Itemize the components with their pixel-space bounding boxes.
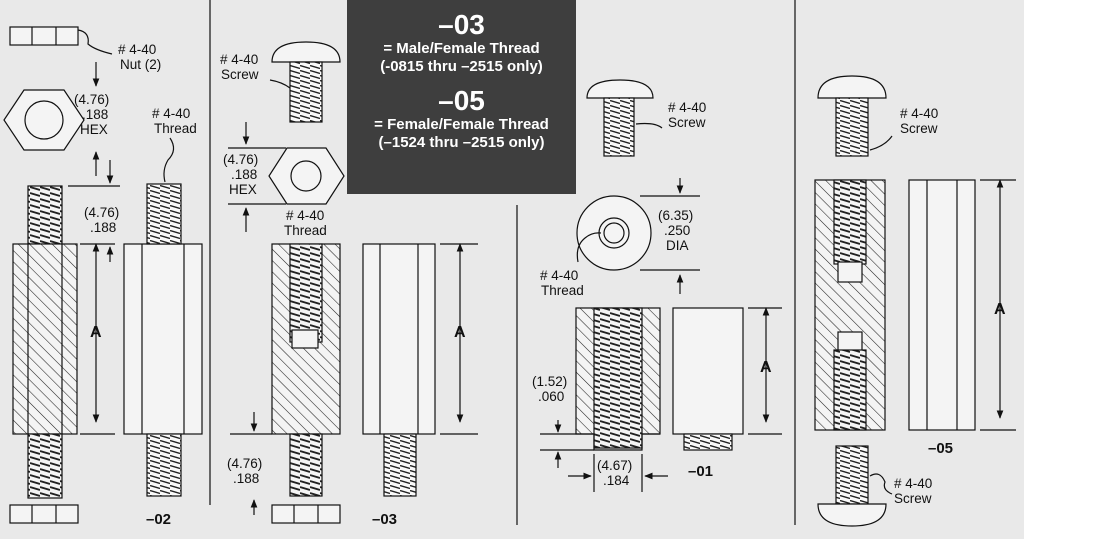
coil-bottom-02 xyxy=(146,433,182,497)
part-02-label: –02 xyxy=(146,511,172,528)
screw-label-line1-p4-bottom: # 4-40 xyxy=(894,476,933,491)
stud-thread-bottom xyxy=(27,433,63,499)
part-05-label: –05 xyxy=(928,440,954,457)
hex-word: HEX xyxy=(80,122,108,137)
nut-bottom xyxy=(9,504,79,524)
dim-476-p1: (4.76) xyxy=(84,205,120,220)
standoff-side-05 xyxy=(908,179,976,431)
screw-label-line1-p2: # 4-40 xyxy=(220,52,259,67)
dim-184: .184 xyxy=(603,473,630,488)
screw-thread-03 xyxy=(289,61,323,123)
legend-code-03: –03 xyxy=(438,9,485,40)
coil-bottom-03 xyxy=(383,433,417,497)
dim-A-p2: A xyxy=(454,324,466,341)
screw-label-line2-p4-top: Screw xyxy=(900,121,938,136)
nut-top xyxy=(9,26,79,46)
screw-label-line2-p3: Screw xyxy=(668,115,706,130)
legend-desc-05-line2: (–1524 thru –2515 only) xyxy=(378,134,545,151)
stud-thread-top xyxy=(27,185,63,245)
dim-152: (1.52) xyxy=(532,374,568,389)
screw-thread-05-top xyxy=(835,97,869,157)
screw-label-line1-p3: # 4-40 xyxy=(668,100,707,115)
dim-635: (6.35) xyxy=(658,208,694,223)
hex-dim-in-p2: .188 xyxy=(231,167,258,182)
screw-thread-01 xyxy=(603,97,635,157)
internal-thread-05-bottom xyxy=(833,349,867,431)
dim-188-p2: .188 xyxy=(233,471,260,486)
screw-thread-05-bottom xyxy=(835,445,869,505)
hex-dim-mm-p2: (4.76) xyxy=(223,152,259,167)
screw-label-line1-p4-top: # 4-40 xyxy=(900,106,939,121)
dim-250: .250 xyxy=(664,223,691,238)
nut-bottom-03 xyxy=(271,504,341,524)
screw-head-05-bottom xyxy=(817,503,887,527)
screw-head-05-top xyxy=(817,75,887,99)
internal-thread-01 xyxy=(593,307,643,449)
standoff-side-03 xyxy=(362,243,436,435)
legend-desc-03-line2: (-0815 thru –2515 only) xyxy=(380,58,543,75)
legend-code-05: –05 xyxy=(438,85,485,116)
thread-legend-box: –03 = Male/Female Thread (-0815 thru –25… xyxy=(347,0,576,194)
dia-word: DIA xyxy=(666,238,689,253)
knurl-01 xyxy=(683,433,733,451)
screw-head-01 xyxy=(586,79,654,99)
part-01-label: –01 xyxy=(688,463,714,480)
dim-476-p2: (4.76) xyxy=(227,456,263,471)
screw-head-03 xyxy=(271,41,341,63)
legend-desc-03-line1: = Male/Female Thread xyxy=(383,40,540,57)
hex-word-p2: HEX xyxy=(229,182,257,197)
legend-desc-05-line1: = Female/Female Thread xyxy=(374,116,549,133)
dim-188-p1: .188 xyxy=(90,220,117,235)
standoff-side-01 xyxy=(672,307,744,435)
thread-label-line1-p2: # 4-40 xyxy=(286,208,325,223)
dim-467: (4.67) xyxy=(597,458,633,473)
thread-label-line1-p3: # 4-40 xyxy=(540,268,579,283)
thread-label-line1: # 4-40 xyxy=(152,106,191,121)
screw-label-line2-p4-bottom: Screw xyxy=(894,491,932,506)
standoff-side-02 xyxy=(123,243,203,435)
standoff-body-02 xyxy=(12,243,78,435)
hex-dim-in: .188 xyxy=(82,107,109,122)
stud-thread-03 xyxy=(289,433,323,497)
thread-label-line2-p3: Thread xyxy=(541,283,584,298)
nut-label-line1: # 4-40 xyxy=(118,42,157,57)
dim-A-p3: A xyxy=(760,359,772,376)
internal-thread-03 xyxy=(289,243,323,343)
part-03-label: –03 xyxy=(372,511,398,528)
screw-label-line2-p2: Screw xyxy=(221,67,259,82)
dim-060: .060 xyxy=(538,389,565,404)
dim-A-p4: A xyxy=(994,301,1006,318)
thread-label-line2-p2: Thread xyxy=(284,223,327,238)
internal-thread-05-top xyxy=(833,179,867,265)
thread-label-line2: Thread xyxy=(154,121,197,136)
coil-top-02 xyxy=(146,183,182,245)
page-margin xyxy=(1024,0,1102,539)
dim-A-p1: A xyxy=(90,324,102,341)
nut-label-line2: Nut (2) xyxy=(120,57,162,72)
hex-dim-mm: (4.76) xyxy=(74,92,110,107)
